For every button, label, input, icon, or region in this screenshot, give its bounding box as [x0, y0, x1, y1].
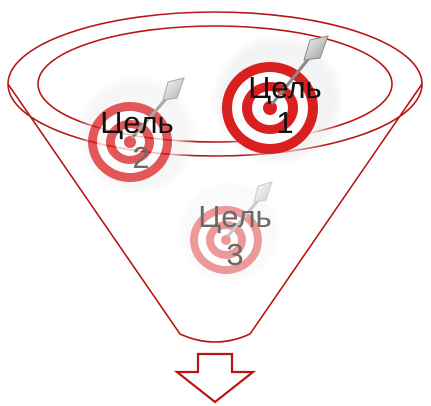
goal-3-label-number: 3 — [226, 237, 243, 272]
target-icon — [222, 62, 318, 154]
goal-2-target — [77, 75, 197, 195]
goal-1-target — [212, 34, 344, 166]
funnel-body — [7, 83, 423, 343]
dart-icon — [270, 35, 329, 105]
dart-icon — [226, 181, 273, 237]
goal-3-target — [178, 180, 282, 284]
goal-2-label-number: 2 — [132, 140, 149, 175]
goal-3-label-word: Цель — [198, 199, 271, 234]
funnel-rim-inner — [37, 25, 393, 143]
goal-1-label-number: 1 — [276, 105, 293, 140]
target-icon — [88, 102, 172, 182]
goal-1-label-word: Цель — [248, 70, 321, 105]
funnel-rim-outer — [7, 11, 423, 157]
down-arrow-icon — [173, 352, 257, 404]
dart-icon — [130, 77, 185, 139]
goal-2-label-word: Цель — [100, 105, 173, 140]
target-icon — [190, 206, 262, 274]
